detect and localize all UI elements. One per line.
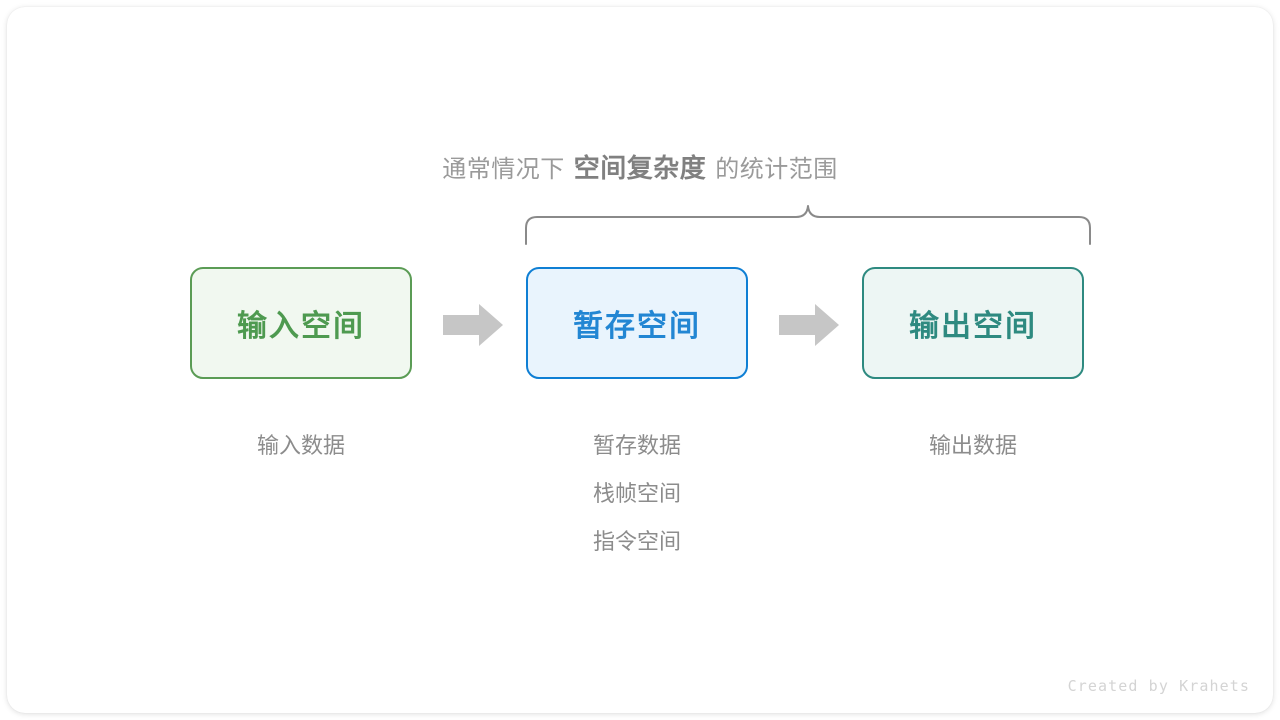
- caption-temp-1: 栈帧空间: [592, 481, 681, 506]
- stage-box-output[interactable]: 输出空间: [862, 267, 1084, 379]
- stage-box-output-label: 输出空间: [909, 310, 1037, 343]
- caption-list-temp: 暂存数据 栈帧空间 指令空间: [526, 422, 748, 566]
- brace-caption-suffix: 的统计范围: [715, 156, 838, 183]
- stage-box-input[interactable]: 输入空间: [190, 267, 412, 379]
- right-arrow-icon: [779, 304, 839, 346]
- stage-box-temp-label: 暂存空间: [573, 310, 701, 343]
- brace-caption-emphasis: 空间复杂度: [573, 153, 707, 183]
- credit-text: Created by Krahets: [1067, 677, 1250, 695]
- curly-brace-icon: [525, 205, 1091, 245]
- right-arrow-icon: [443, 304, 503, 346]
- brace-caption: 通常情况下空间复杂度的统计范围: [0, 148, 1280, 185]
- caption-temp-2: 指令空间: [592, 529, 681, 554]
- caption-output-0: 输出数据: [928, 433, 1017, 458]
- caption-list-output: 输出数据: [862, 422, 1084, 470]
- caption-input-0: 输入数据: [256, 433, 345, 458]
- stage-box-input-label: 输入空间: [237, 310, 365, 343]
- stage-box-temp[interactable]: 暂存空间: [526, 267, 748, 379]
- brace-caption-prefix: 通常情况下: [442, 156, 565, 183]
- caption-temp-0: 暂存数据: [592, 433, 681, 458]
- caption-list-input: 输入数据: [190, 422, 412, 470]
